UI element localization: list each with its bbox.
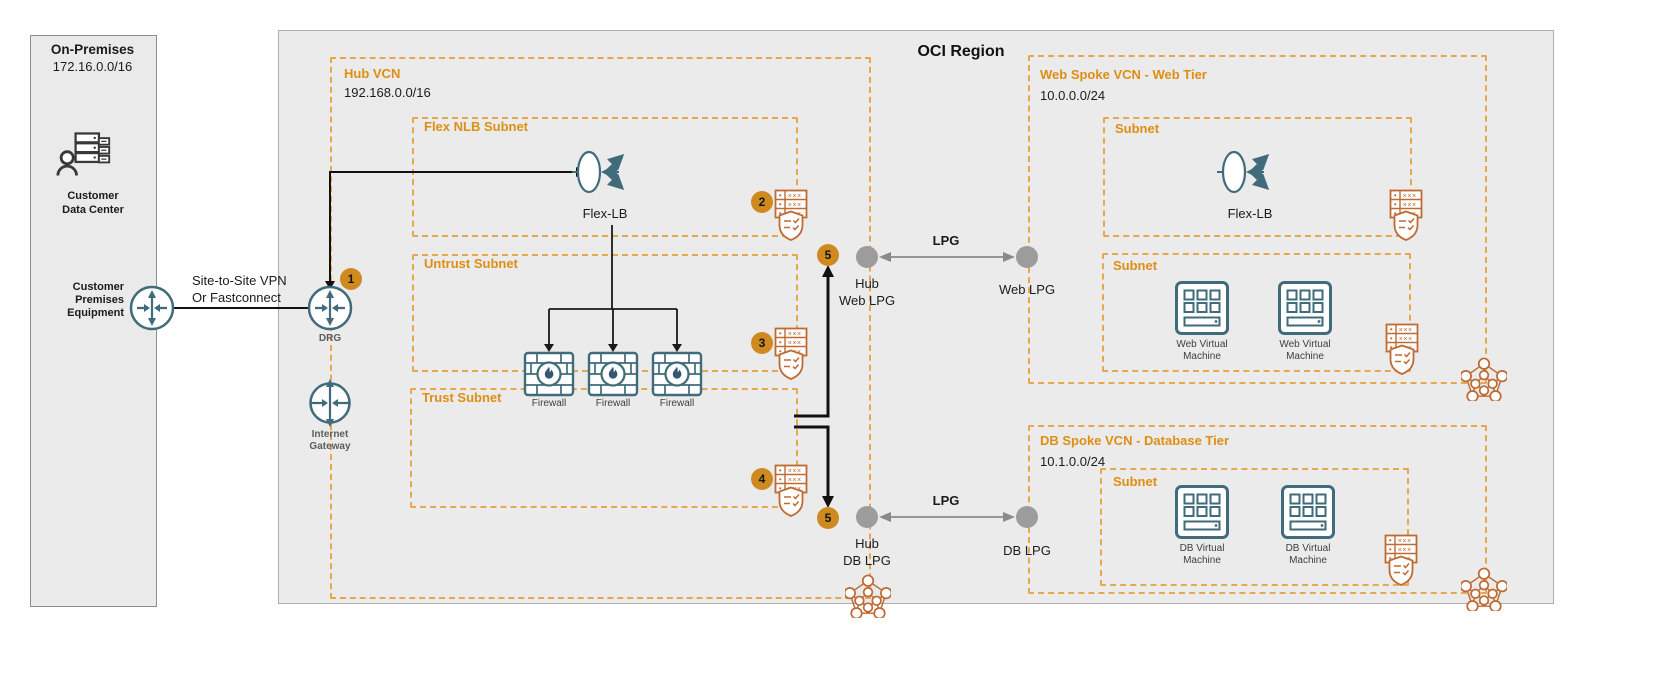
untrust-subnet-label: Untrust Subnet xyxy=(424,256,518,271)
drg-label: DRG xyxy=(318,333,342,344)
security-list-icon xyxy=(777,210,805,242)
oci-region-title: OCI Region xyxy=(917,43,1005,60)
db-vm-label: DB Virtual Machine xyxy=(1179,543,1225,566)
on-premises-title: On-Premises xyxy=(50,42,135,57)
security-list-icon xyxy=(1387,555,1415,587)
db-vcn-cidr: 10.1.0.0/24 xyxy=(1040,454,1106,469)
hub-vcn-title: Hub VCN xyxy=(344,66,401,81)
hub-vcn-cidr: 192.168.0.0/16 xyxy=(344,85,431,100)
db-vcn-title: DB Spoke VCN - Database Tier xyxy=(1040,433,1230,448)
db-vm-icon xyxy=(1174,484,1230,540)
web-vm-icon xyxy=(1277,280,1333,336)
web-flex-lb-icon xyxy=(1214,146,1286,198)
lpg-peering-label: LPG xyxy=(932,233,960,248)
web-vcn-cidr: 10.0.0.0/24 xyxy=(1040,88,1106,103)
step-badge-1: 1 xyxy=(340,268,362,290)
hub-web-lpg-label: Hub Web LPG xyxy=(838,276,896,308)
oci-region-box xyxy=(278,30,1554,604)
vpn-fastconnect-label: Site-to-Site VPN Or Fastconnect xyxy=(192,273,287,305)
hub-web-lpg-node xyxy=(856,246,878,268)
firewall-label: Firewall xyxy=(659,398,695,409)
trust-subnet-label: Trust Subnet xyxy=(422,390,502,405)
db-vm-icon xyxy=(1280,484,1336,540)
security-list-icon xyxy=(1392,210,1420,242)
firewall-icon xyxy=(523,351,575,397)
web-spoke-vcn-box xyxy=(1028,55,1487,384)
web-vm-label: Web Virtual Machine xyxy=(1279,339,1331,362)
firewall-icon xyxy=(651,351,703,397)
flex-nlb-subnet-label: Flex NLB Subnet xyxy=(424,119,529,134)
on-premises-cidr: 172.16.0.0/16 xyxy=(52,59,133,74)
db-lpg-node xyxy=(1016,506,1038,528)
step-badge-3: 3 xyxy=(751,332,773,354)
network-cluster-icon xyxy=(845,574,891,618)
security-list-icon xyxy=(1388,344,1416,376)
hub-db-lpg-label: Hub DB LPG xyxy=(843,536,891,568)
db-subnet-box xyxy=(1100,468,1409,586)
customer-data-center-icon xyxy=(56,126,112,182)
hub-flex-lb-label: Flex-LB xyxy=(582,206,628,221)
step-badge-5: 5 xyxy=(817,507,839,529)
web-vcn-title: Web Spoke VCN - Web Tier xyxy=(1040,67,1207,82)
db-vm-label: DB Virtual Machine xyxy=(1285,543,1331,566)
customer-premises-equipment-icon xyxy=(127,283,177,333)
step-badge-5: 5 xyxy=(817,244,839,266)
db-subnet-label: Subnet xyxy=(1113,474,1158,489)
web-lpg-node xyxy=(1016,246,1038,268)
firewall-icon xyxy=(587,351,639,397)
customer-data-center-label: Customer Data Center xyxy=(62,190,124,216)
internet-gateway-icon xyxy=(302,375,358,431)
web-vm-label: Web Virtual Machine xyxy=(1176,339,1228,362)
web-subnet1-label: Subnet xyxy=(1115,121,1160,136)
firewall-label: Firewall xyxy=(595,398,631,409)
web-vm-icon xyxy=(1174,280,1230,336)
web-subnet1-box xyxy=(1103,117,1412,237)
hub-flex-lb-icon xyxy=(569,146,641,198)
web-lpg-label: Web LPG xyxy=(998,282,1056,297)
internet-gateway-label: Internet Gateway xyxy=(309,429,351,452)
network-cluster-icon xyxy=(1461,357,1507,401)
db-lpg-label: DB LPG xyxy=(1003,543,1051,558)
web-subnet2-box xyxy=(1102,253,1411,372)
web-subnet2-label: Subnet xyxy=(1113,258,1158,273)
customer-premises-equipment-label: Customer Premises Equipment xyxy=(67,281,124,319)
firewall-label: Firewall xyxy=(531,398,567,409)
step-badge-4: 4 xyxy=(751,468,773,490)
lpg-peering-label: LPG xyxy=(932,493,960,508)
security-list-icon xyxy=(777,486,805,518)
security-list-icon xyxy=(777,349,805,381)
network-cluster-icon xyxy=(1461,567,1507,611)
step-badge-2: 2 xyxy=(751,191,773,213)
hub-db-lpg-node xyxy=(856,506,878,528)
web-flex-lb-label: Flex-LB xyxy=(1227,206,1273,221)
